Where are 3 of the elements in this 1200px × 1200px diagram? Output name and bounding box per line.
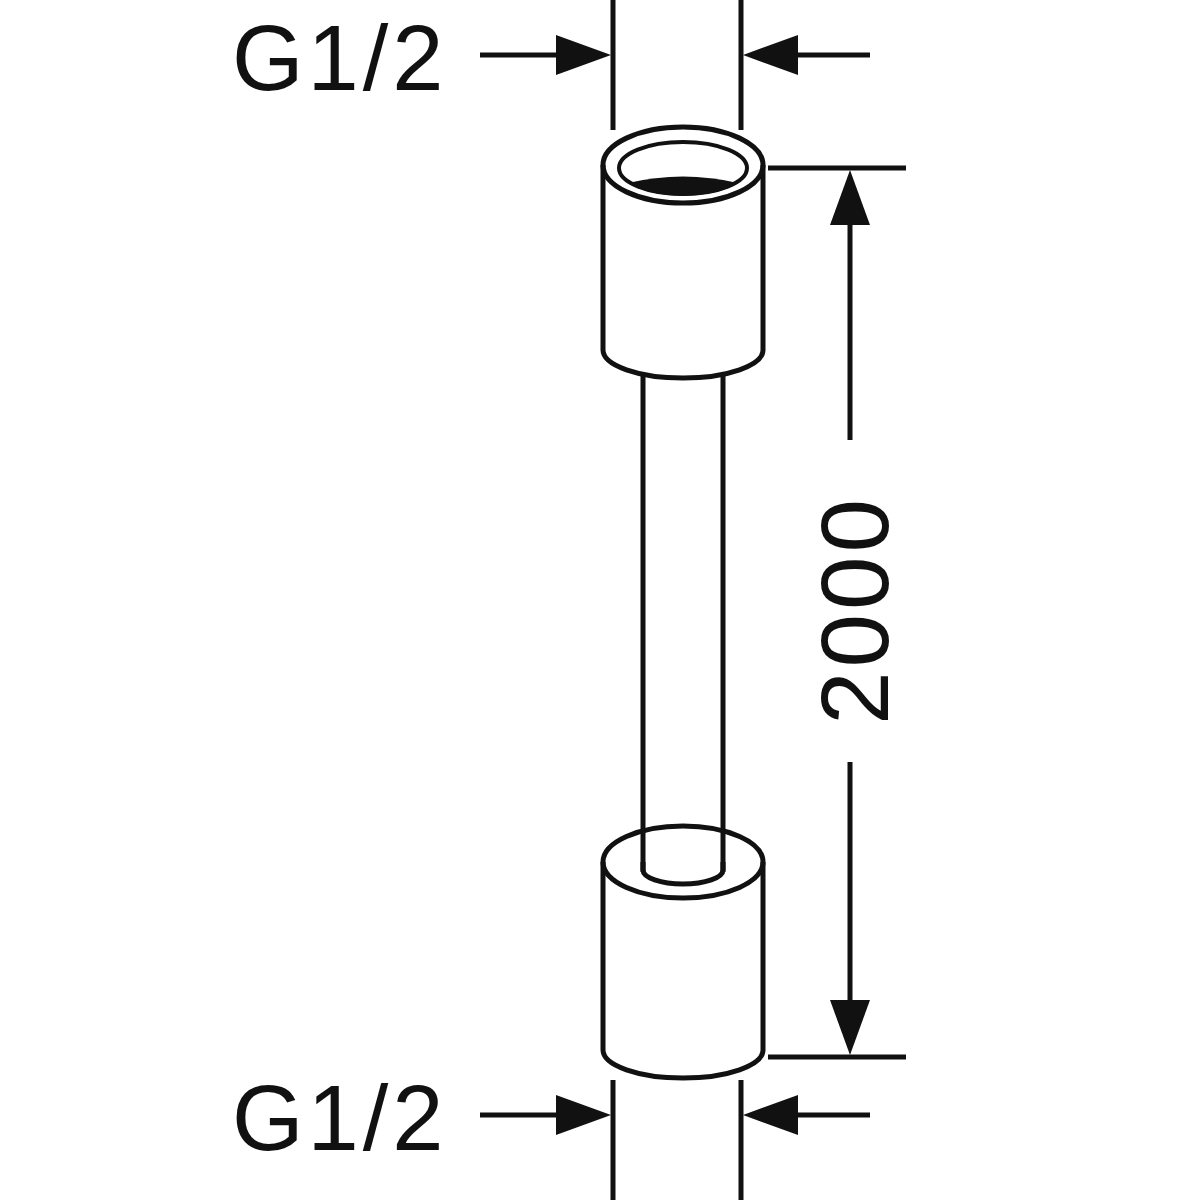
dimension-label: 2000 [807,495,903,725]
dimension-label: G1/2 [232,12,448,104]
dimension-label: G1/2 [232,1072,448,1164]
